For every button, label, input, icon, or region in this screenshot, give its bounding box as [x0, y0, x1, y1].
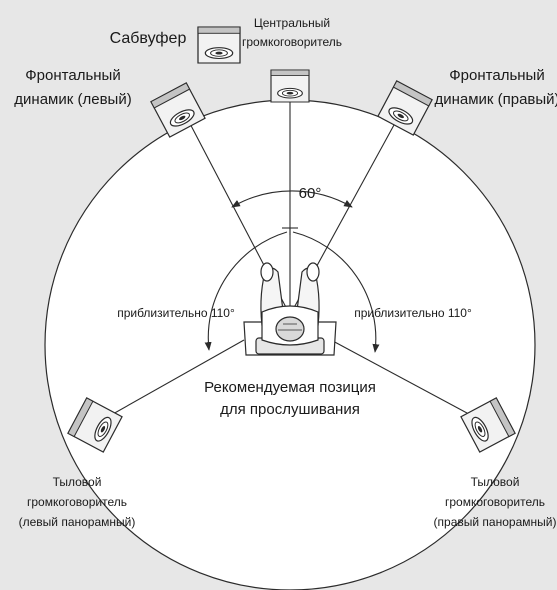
listening-position-line2: для прослушивания: [220, 401, 360, 418]
rear-left-label-line2: громкоговоритель: [27, 495, 127, 509]
center-label-line2: громкоговоритель: [242, 35, 342, 49]
front-right-label-line2: динамик (правый): [434, 91, 557, 108]
rear-right-label-line2: громкоговоритель: [445, 495, 545, 509]
rear-right-label-line3: (правый панорамный): [434, 515, 557, 529]
angle-60-label: 60°: [299, 185, 322, 202]
front-left-label-line1: Фронтальный: [25, 67, 120, 84]
center-speaker-icon: [270, 69, 310, 103]
front-left-label-line2: динамик (левый): [14, 91, 131, 108]
subwoofer-label: Сабвуфер: [110, 30, 187, 47]
angle-110-right-label: приблизительно 110°: [354, 306, 472, 320]
center-label-line1: Центральный: [254, 16, 330, 30]
line-rear-left: [103, 339, 245, 420]
arc-110-right: [292, 231, 380, 353]
listener-figure: [243, 262, 337, 356]
rear-right-label-line1: Тыловой: [471, 475, 520, 489]
angle-arcs: [204, 190, 380, 353]
arc-110-left: [204, 231, 288, 351]
line-rear-right: [330, 339, 481, 421]
angle-110-left-label: приблизительно 110°: [117, 306, 235, 320]
rear-left-label-line1: Тыловой: [53, 475, 102, 489]
listening-position-line1: Рекомендуемая позиция: [204, 379, 376, 396]
subwoofer-icon: [197, 26, 241, 64]
arc-60: [231, 190, 353, 208]
rear-left-label-line3: (левый панорамный): [19, 515, 136, 529]
front-right-label-line1: Фронтальный: [449, 67, 544, 84]
